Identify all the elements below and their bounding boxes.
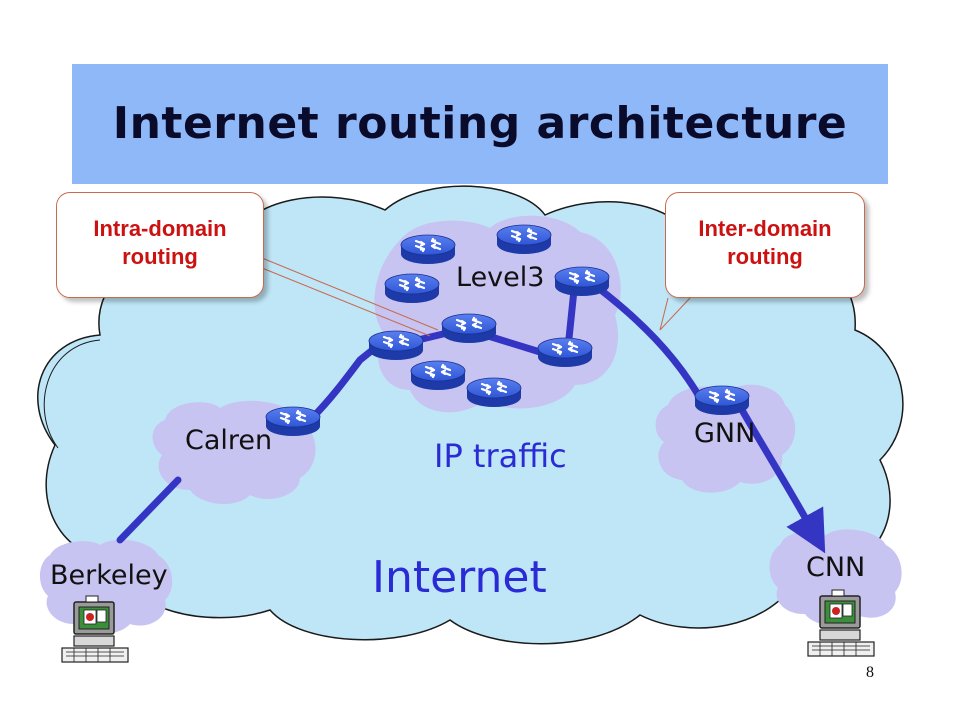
router-icon bbox=[409, 359, 467, 392]
router-icon bbox=[264, 405, 322, 438]
router-icon bbox=[465, 376, 523, 409]
router-icon bbox=[536, 336, 594, 369]
router-icon bbox=[693, 384, 751, 417]
calren-label: Calren bbox=[185, 425, 273, 456]
router-icon bbox=[553, 265, 611, 298]
slide-title: Internet routing architecture bbox=[112, 98, 848, 149]
router-icon bbox=[440, 312, 498, 345]
level3-label: Level3 bbox=[456, 262, 545, 293]
berkeley-domain bbox=[39, 539, 173, 634]
router-icon bbox=[367, 329, 425, 362]
berkeley-label: Berkeley bbox=[50, 560, 168, 591]
cnn-domain bbox=[769, 529, 902, 626]
inter-pointer bbox=[659, 297, 669, 331]
router-icon bbox=[383, 272, 441, 305]
inter-pointer-2 bbox=[659, 297, 691, 331]
router-icon bbox=[495, 223, 553, 256]
router-icon bbox=[399, 233, 457, 266]
gnn-domain bbox=[655, 384, 796, 493]
routing-path bbox=[116, 283, 704, 544]
inter-domain-callout-text: Inter-domain routing bbox=[698, 216, 832, 269]
ip-traffic-label: IP traffic bbox=[434, 437, 567, 475]
intra-pointer-2 bbox=[261, 267, 431, 337]
inter-domain-callout: Inter-domain routing bbox=[665, 192, 865, 298]
intra-domain-callout: Intra-domain routing bbox=[56, 192, 264, 298]
intra-pointer bbox=[261, 257, 439, 331]
cnn-label: CNN bbox=[806, 552, 866, 583]
gnn-label: GNN bbox=[694, 418, 756, 449]
page-number: 8 bbox=[866, 664, 874, 681]
title-bar: Internet routing architecture bbox=[72, 64, 888, 184]
arrow-to-cnn bbox=[738, 406, 826, 554]
intra-domain-callout-text: Intra-domain routing bbox=[93, 216, 227, 269]
internet-label: Internet bbox=[372, 552, 547, 603]
